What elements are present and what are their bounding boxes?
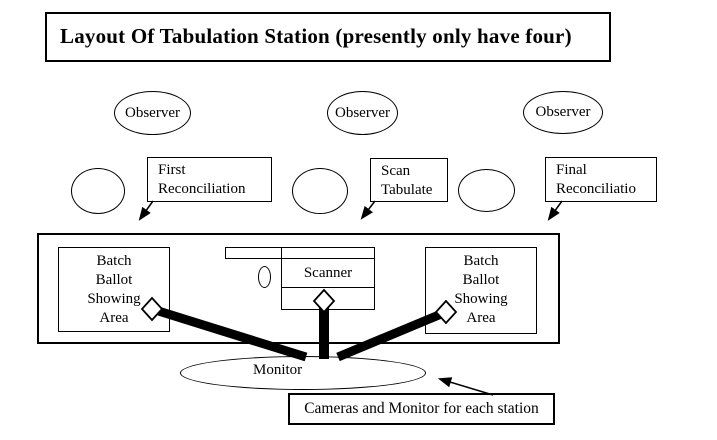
observer-ellipse-left: Observer [114,91,191,135]
leader-arrow-first [138,200,154,221]
leader-arrow-final [547,200,563,221]
leader-arrow-scan [360,200,376,220]
monitor-label: Monitor [253,362,303,378]
station-circle-right [458,169,515,212]
observer-ellipse-right: Observer [523,91,603,134]
observer-label: Observer [535,104,591,120]
scanner-box: Scanner [281,247,375,310]
final-reconciliation-box: Final Reconciliatio [545,157,657,202]
caption-box: Cameras and Monitor for each station [288,393,555,425]
diagram-title: Layout Of Tabulation Station (presently … [45,12,611,62]
batch-ballot-area-right: Batch Ballot Showing Area [425,247,537,334]
station-circle-center [292,168,348,214]
station-circle-left [71,168,125,214]
scanner-tray [225,247,282,259]
scan-tabulate-box: Scan Tabulate [370,158,448,202]
first-reconciliation-box: First Reconciliation [147,157,272,202]
batch-ballot-area-left: Batch Ballot Showing Area [58,247,170,332]
ballot-ellipse [258,266,271,288]
observer-ellipse-center: Observer [327,91,398,135]
observer-label: Observer [125,104,180,121]
scanner-top-slot [282,248,374,259]
scanner-label: Scanner [282,259,374,288]
observer-label: Observer [335,104,390,121]
monitor-ellipse [180,356,426,390]
